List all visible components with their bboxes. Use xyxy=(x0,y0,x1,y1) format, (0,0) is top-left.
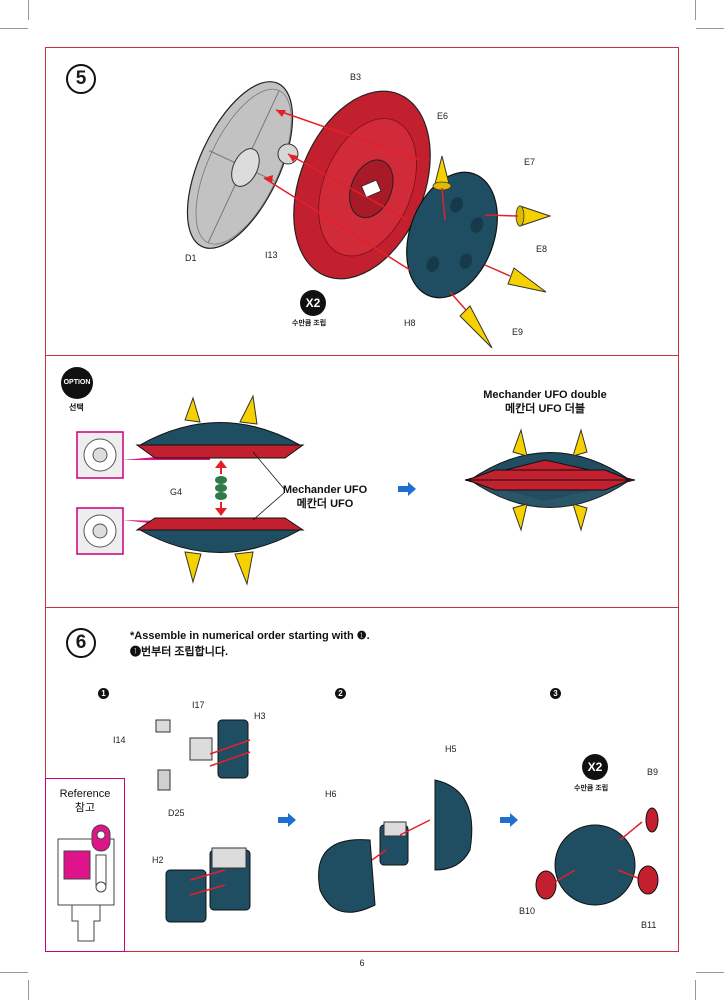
substep-2: 2 xyxy=(335,688,346,699)
label-b3: B3 xyxy=(350,72,362,82)
label-e9: E9 xyxy=(512,327,524,337)
option-badge: OPTION xyxy=(61,367,93,399)
next-arrow-icon xyxy=(398,482,416,496)
h5-part xyxy=(434,779,473,871)
caption-ko: 메칸더 UFO xyxy=(296,498,354,510)
section-divider xyxy=(45,607,679,608)
b9-part xyxy=(645,807,659,833)
caption-en: Mechander UFO double xyxy=(483,389,607,401)
option-illustration xyxy=(76,394,635,586)
option-caption: 선택 xyxy=(69,403,84,412)
label-b11: B11 xyxy=(641,920,657,930)
crop-mark xyxy=(28,980,29,1000)
crop-mark xyxy=(0,972,28,973)
label-i14: I14 xyxy=(113,735,126,745)
b11-part xyxy=(637,865,659,895)
assembly-note: *Assemble in numerical order starting wi… xyxy=(130,628,370,660)
reference-title-en: Reference xyxy=(59,788,111,800)
page-number: 6 xyxy=(359,958,365,968)
multiplier-caption: 수만큼 조립 xyxy=(574,785,609,792)
label-i13: I13 xyxy=(265,250,278,260)
label-h6: H6 xyxy=(325,789,337,799)
crop-mark xyxy=(696,972,724,973)
reference-illustration xyxy=(57,824,115,942)
crop-mark xyxy=(695,0,696,20)
label-b9: B9 xyxy=(647,767,659,777)
section-divider xyxy=(45,355,679,356)
e9-part xyxy=(459,305,493,349)
mechander-ufo-double-caption: Mechander UFO double 메칸더 UFO 더블 xyxy=(470,388,620,416)
label-e6: E6 xyxy=(437,111,449,121)
step6-illustration xyxy=(155,719,659,923)
d1-part xyxy=(186,81,294,249)
multiplier-caption: 수만큼 조립 xyxy=(292,320,327,327)
h6-part xyxy=(318,839,376,913)
label-d1: D1 xyxy=(185,253,197,263)
label-g4: G4 xyxy=(170,487,183,497)
label-e8: E8 xyxy=(536,244,548,254)
h2-part xyxy=(165,869,207,923)
multiplier-badge: X2 xyxy=(582,754,608,780)
b10-part xyxy=(535,870,557,900)
h8-part xyxy=(406,171,498,299)
b3-part xyxy=(293,90,431,280)
label-e7: E7 xyxy=(524,157,536,167)
caption-en: Mechander UFO xyxy=(282,484,368,496)
e7-part xyxy=(519,205,552,227)
page-frame xyxy=(45,47,679,952)
step-number-6: 6 xyxy=(66,628,96,658)
next-arrow-icon xyxy=(500,813,518,827)
label-h8: H8 xyxy=(404,318,416,328)
multiplier-badge: X2 xyxy=(300,290,326,316)
crop-mark xyxy=(28,0,29,20)
label-h5: H5 xyxy=(445,744,457,754)
crop-mark xyxy=(0,28,28,29)
substep-1: 1 xyxy=(98,688,109,699)
h3-part xyxy=(217,719,249,779)
e8-part xyxy=(507,267,547,293)
note-en: *Assemble in numerical order starting wi… xyxy=(130,630,370,642)
label-b10: B10 xyxy=(519,906,536,916)
crop-mark xyxy=(695,980,696,1000)
note-ko: ❶번부터 조립합니다. xyxy=(130,646,229,658)
step-number-5: 5 xyxy=(66,64,96,94)
reference-box: Reference 참고 xyxy=(45,778,125,952)
next-arrow-icon xyxy=(278,813,296,827)
substep-3: 3 xyxy=(550,688,561,699)
label-i17: I17 xyxy=(192,700,205,710)
step5-illustration xyxy=(186,81,552,349)
reference-title-ko: 참고 xyxy=(74,802,96,814)
caption-ko: 메칸더 UFO 더블 xyxy=(505,403,585,415)
crop-mark xyxy=(696,28,724,29)
label-h3: H3 xyxy=(254,711,266,721)
mechander-ufo-caption: Mechander UFO 메칸더 UFO xyxy=(280,483,370,511)
label-d25: D25 xyxy=(168,808,185,818)
label-h2: H2 xyxy=(152,855,164,865)
